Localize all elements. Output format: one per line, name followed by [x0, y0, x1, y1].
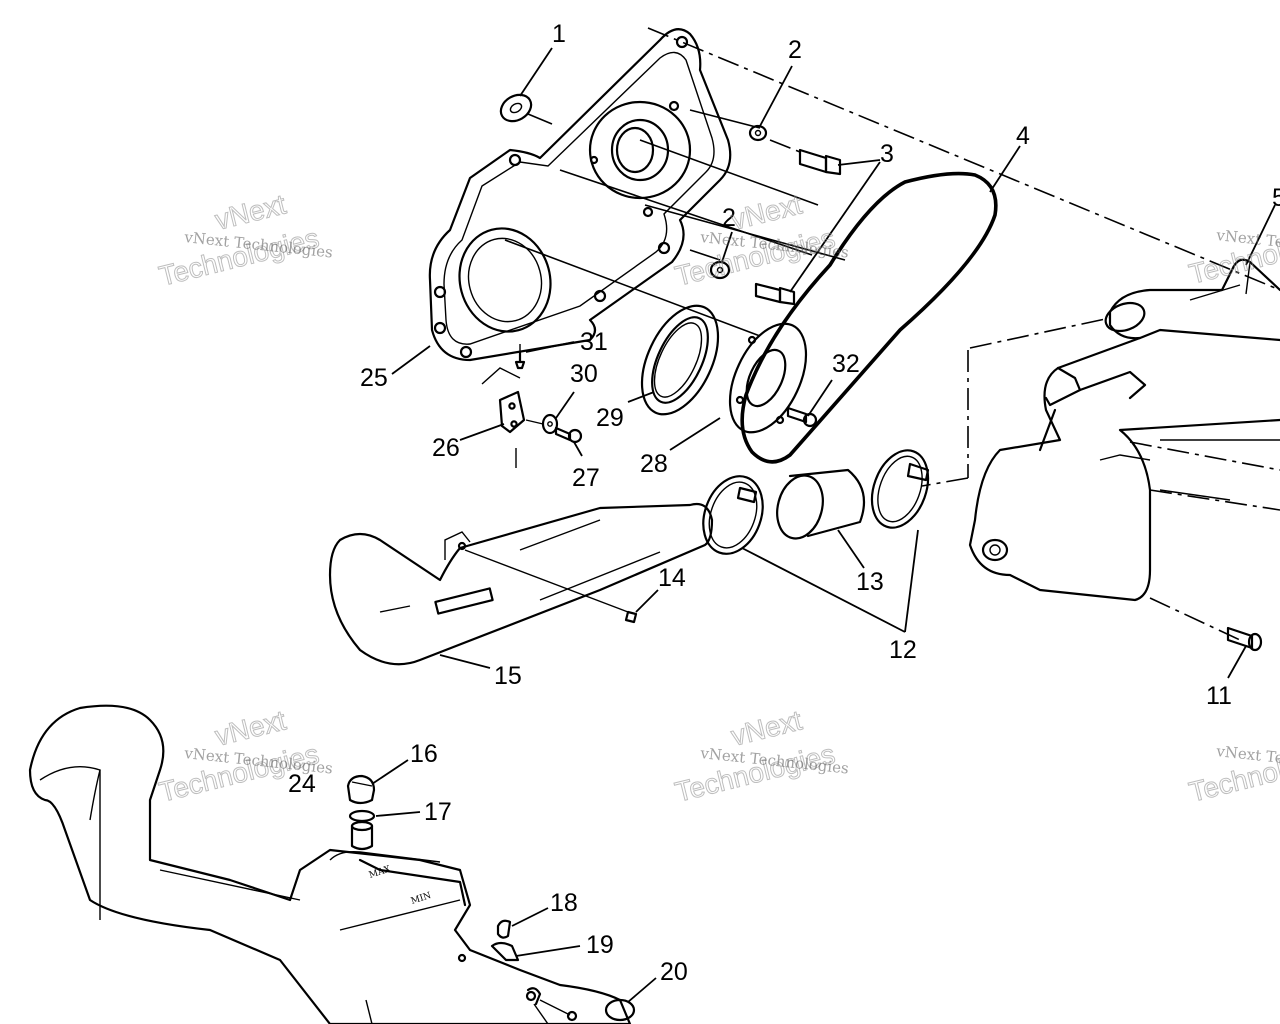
callout-15: 15 [494, 662, 522, 690]
leader-lines [371, 47, 1276, 1003]
callout-12: 12 [889, 636, 917, 664]
seal-part-29 [640, 304, 720, 416]
callout-11: 11 [1206, 682, 1232, 710]
callout-31: 31 [580, 328, 608, 356]
watermark-bottom-center: vNext Technologies vNext Technologies [671, 704, 849, 808]
callout-27: 27 [572, 464, 600, 492]
callout-20: 20 [660, 958, 688, 986]
watermark-bottom-right: vNext Te Technologies [1185, 738, 1280, 809]
callout-4: 4 [1016, 122, 1030, 150]
callout-16: 16 [410, 740, 438, 768]
bearing-plate-part-28 [728, 322, 808, 434]
callout-17: 17 [424, 798, 452, 826]
callout-24: 24 [288, 770, 316, 798]
bolt-part-3-upper [769, 139, 842, 176]
callout-2-upper: 2 [788, 36, 802, 64]
watermark-top-center: vNext Technologies vNext Technologies [671, 188, 849, 292]
oil-tank-assembly [28, 704, 632, 1024]
bracket-part-26 [481, 367, 526, 468]
washer-part-1 [499, 93, 553, 125]
bolt-part-3-lower [754, 282, 796, 306]
callout-29: 29 [596, 404, 624, 432]
sleeve-part-13 [776, 468, 866, 540]
fitting-part-20 [525, 987, 636, 1024]
callout-labels: 1 2 2 3 4 5 11 12 13 14 15 16 17 18 19 2… [288, 20, 1280, 986]
callout-30: 30 [570, 360, 598, 388]
callout-1: 1 [552, 20, 566, 48]
washer-part-2-upper [748, 124, 768, 142]
neck-part-24 [350, 820, 374, 851]
tank-level-markings: MAX MIN [368, 864, 433, 907]
clip-part-18 [496, 919, 512, 939]
inner-cover-plate-part-25 [428, 28, 732, 362]
clip-part-19 [490, 941, 520, 962]
alignment-lines [504, 27, 1280, 641]
callout-32: 32 [832, 350, 860, 378]
screw-part-31 [514, 344, 526, 370]
fill-cap-part-16 [346, 774, 376, 805]
watermark-brand-line-1: vNext [212, 188, 289, 235]
callout-26: 26 [432, 434, 460, 462]
watermark-brand-line-1: vNext [728, 188, 805, 235]
gasket-part-17 [348, 809, 376, 823]
callout-19: 19 [586, 931, 614, 959]
bolt-part-27 [554, 426, 583, 444]
watermark-brand-line-1: vNext [212, 704, 289, 751]
washer-part-30 [525, 413, 559, 435]
bolt-part-11 [1226, 626, 1263, 652]
clamp-part-12-right [870, 449, 930, 529]
washer-part-2-lower [709, 260, 731, 280]
callout-18: 18 [550, 889, 578, 917]
callout-2-lower: 2 [722, 204, 736, 232]
callout-5: 5 [1272, 184, 1280, 212]
air-intake-duct-part-15 [328, 502, 714, 666]
callout-28: 28 [640, 450, 668, 478]
callout-25: 25 [360, 364, 388, 392]
clamp-part-12-left [702, 475, 764, 555]
callout-14: 14 [658, 564, 686, 592]
watermark-top-right: vNext Te Technologies [1185, 220, 1280, 291]
outer-cover-part-5 [968, 258, 1280, 602]
watermark-brand-line-1: vNext [728, 704, 805, 751]
callout-13: 13 [856, 568, 884, 596]
min-mark: MIN [410, 891, 433, 907]
screw-part-14 [464, 549, 638, 624]
drive-belt-part-4 [740, 171, 998, 464]
callout-3: 3 [880, 140, 894, 168]
watermark-top-left: vNext Technologies vNext Technologies [155, 188, 333, 292]
